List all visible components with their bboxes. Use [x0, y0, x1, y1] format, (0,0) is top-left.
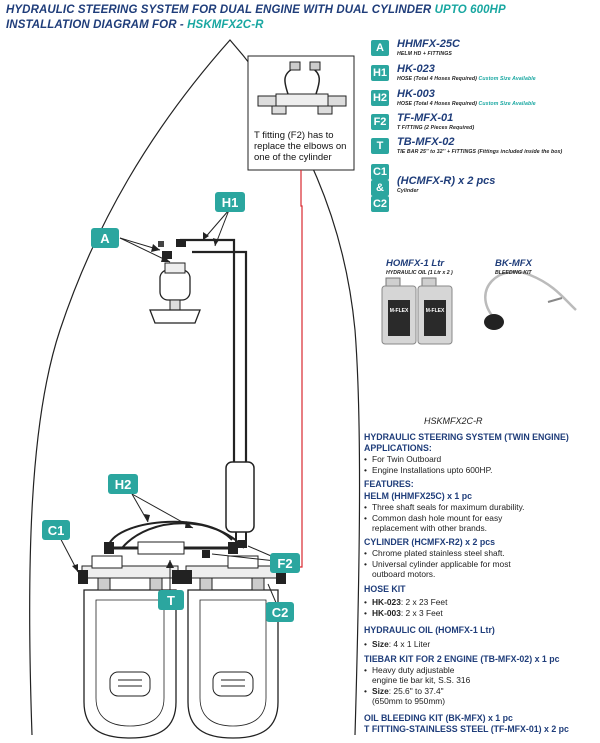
- legend-badge-c1: C1: [371, 164, 389, 180]
- f2-fitting: [202, 540, 246, 558]
- callout-leader-line: [268, 170, 303, 568]
- spec-oil-heading: HYDRAULIC OIL (HOMFX-1 Ltr): [364, 625, 495, 635]
- callout-text: T fitting (F2) has to replace the elbows…: [254, 130, 347, 163]
- legend-code: HK-023: [397, 63, 435, 75]
- bleeding-kit-image: [484, 270, 577, 330]
- spec-helm-2b: replacement with other brands.: [372, 523, 487, 533]
- label-c2: C2: [272, 605, 289, 620]
- oil-product-code: HOMFX-1 Ltr: [386, 258, 445, 269]
- legend-badge: T: [371, 138, 389, 154]
- oil-bottle-2: M-FLEX: [417, 277, 453, 345]
- legend-code: HK-003: [397, 88, 435, 100]
- hose-h2-right: [121, 522, 245, 549]
- helm-assembly: [149, 239, 201, 324]
- spec-app-2: Engine Installations upto 600HP.: [364, 465, 492, 476]
- label-a: A: [100, 231, 110, 246]
- legend-code: HHMFX-25C: [397, 38, 460, 50]
- legend-desc: HELM HD + FITTINGS: [397, 51, 452, 57]
- spec-tfitting-heading: T FITTING-STAINLESS STEEL (TF-MFX-01) x …: [364, 724, 569, 734]
- spec-tie-2b: (650mm to 950mm): [372, 696, 446, 706]
- diagram-badge-c1: C1: [42, 520, 70, 540]
- label-f2: F2: [277, 556, 292, 571]
- legend-desc: T FITTING (2 Pieces Required): [397, 125, 475, 131]
- legend-badge: H2: [371, 90, 389, 106]
- spec-oil-1: Size: 4 x 1 Liter: [364, 639, 430, 650]
- legend-code: TB-MFX-02: [397, 136, 455, 148]
- legend-code: TF-MFX-01: [397, 112, 454, 124]
- cylinder-left: [78, 555, 182, 591]
- legend-code: (HCMFX-R) x 2 pcs: [397, 175, 496, 187]
- spec-tie-1a: Heavy duty adjustable: [364, 665, 454, 676]
- bleed-product-desc: BLEEDING KIT: [495, 270, 532, 276]
- spec-app-1: For Twin Outboard: [364, 454, 441, 465]
- label-h1: H1: [222, 195, 239, 210]
- spec-cyl-1: Chrome plated stainless steel shaft.: [364, 548, 505, 559]
- spec-features-heading: FEATURES:: [364, 479, 414, 489]
- spec-cylinder-heading: CYLINDER (HCMFX-R2) x 2 pcs: [364, 537, 495, 547]
- spec-hose-2: HK-003: 2 x 3 Feet: [364, 608, 443, 619]
- legend-desc: TIE BAR 25'' to 32'' + FITTINGS (Fitting…: [397, 149, 563, 155]
- spec-cyl-2a: Universal cylinder applicable for most: [364, 559, 511, 570]
- engine-right: [187, 589, 279, 739]
- spec-cyl-2b: outboard motors.: [372, 569, 436, 579]
- callout-cylinder-icon: [257, 61, 347, 115]
- spec-hose-1: HK-023: 2 x 23 Feet: [364, 597, 447, 608]
- spec-helm-1: Three shaft seals for maximum durability…: [364, 502, 525, 513]
- spec-helm-2a: Common dash hole mount for easy: [364, 513, 502, 524]
- bleed-product-code: BK-MFX: [495, 258, 532, 269]
- spec-helm-heading: HELM (HHMFX25C) x 1 pc: [364, 491, 473, 501]
- diagram-badge-a: A: [91, 228, 119, 248]
- legend-desc: HOSE (Total 4 Hoses Required) Custom Siz…: [397, 101, 536, 107]
- bottle-label-1: M-FLEX: [390, 308, 409, 314]
- engine-left: [83, 589, 177, 739]
- legend-badge: H1: [371, 65, 389, 81]
- diagram-badge-h1: H1: [215, 192, 245, 212]
- boat-hull: [29, 39, 361, 736]
- legend-desc: HOSE (Total 4 Hoses Required) Custom Siz…: [397, 76, 536, 82]
- title-line-1: HYDRAULIC STEERING SYSTEM FOR DUAL ENGIN…: [6, 4, 506, 16]
- diagram-badge-h2: H2: [108, 474, 138, 494]
- title-line-2: INSTALLATION DIAGRAM FOR - HSKMFX2C-R: [6, 19, 264, 31]
- spec-tie-1b: engine tie bar kit, S.S. 316: [372, 675, 471, 685]
- diagram-badge-t: T: [158, 590, 184, 610]
- cylinder-right: [182, 555, 286, 591]
- spec-hose-heading: HOSE KIT: [364, 584, 406, 594]
- legend-badge-and: &: [371, 180, 389, 196]
- diagram-badge-f2: F2: [270, 553, 300, 573]
- spec-applications-heading: APPLICATIONS:: [364, 443, 432, 453]
- spec-sku: HSKMFX2C-R: [424, 416, 483, 426]
- oil-product-desc: HYDRAULIC OIL (1 Ltr x 2 ): [386, 270, 453, 276]
- spec-title: HYDRAULIC STEERING SYSTEM (TWIN ENGINE): [364, 432, 569, 442]
- diagram-badge-c2: C2: [266, 602, 294, 622]
- spec-tie-2: Size: 25.6" to 37.4": [364, 686, 444, 697]
- oil-bottle-1: M-FLEX: [381, 277, 417, 345]
- legend-badge-c2: C2: [371, 196, 389, 212]
- legend-desc: Cylinder: [397, 188, 419, 194]
- hose-bundle: [225, 461, 255, 533]
- label-h2: H2: [115, 477, 132, 492]
- tie-bar: [104, 541, 238, 555]
- spec-bleed-heading: OIL BLEEDING KIT (BK-MFX) x 1 pc: [364, 713, 513, 723]
- label-c1: C1: [48, 523, 65, 538]
- callout-box: [247, 55, 355, 171]
- bottle-label-2: M-FLEX: [426, 308, 445, 314]
- legend-badge: A: [371, 40, 389, 56]
- legend-badge: F2: [371, 114, 389, 130]
- hose-h1-run: [180, 238, 248, 468]
- spec-tiebar-heading: TIEBAR KIT FOR 2 ENGINE (TB-MFX-02) x 1 …: [364, 654, 560, 664]
- label-t: T: [167, 593, 175, 608]
